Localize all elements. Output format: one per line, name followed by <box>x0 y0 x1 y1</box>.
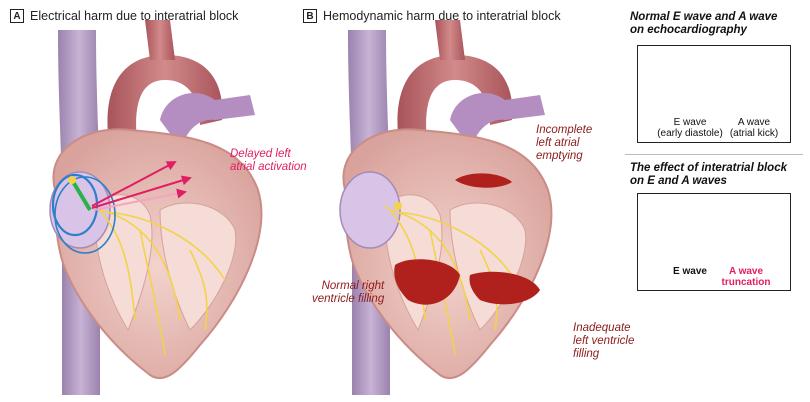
effect-a-wave-label: A wave truncation <box>721 266 771 288</box>
aorta-b <box>397 55 513 150</box>
right-atrium-b <box>339 171 401 249</box>
panel-a-letter: A <box>10 9 24 23</box>
heart-a <box>49 20 263 395</box>
heart-b <box>339 20 553 395</box>
normal-wave-box <box>637 45 791 143</box>
normal-a-wave-label: A wave (atrial kick) <box>729 117 779 139</box>
sinus-node-b <box>394 202 402 210</box>
effect-wave-box <box>637 193 791 291</box>
callout-inadequate-lv-filling: Inadequate left ventricle filling <box>573 322 635 360</box>
aorta-a <box>107 55 223 150</box>
pink-arrow-3 <box>93 188 187 211</box>
panel-a-header: A Electrical harm due to interatrial blo… <box>10 9 238 23</box>
normal-e-wave-label: E wave (early diastole) <box>657 117 723 139</box>
pink-arrow-1 <box>91 161 177 207</box>
left-ventricle-blood <box>469 271 540 305</box>
effect-waves-title: The effect of interatrial block on E and… <box>630 162 787 187</box>
pink-arrow-2 <box>91 175 192 209</box>
panel-b-header: B Hemodynamic harm due to interatrial bl… <box>303 9 561 23</box>
side-divider <box>625 154 803 155</box>
callout-normal-rv-filling: Normal right ventricle filling <box>312 280 385 305</box>
left-atrium-blood <box>455 173 512 188</box>
callout-incomplete-emptying: Incomplete left atrial emptying <box>536 124 593 162</box>
panel-b-letter: B <box>303 9 317 23</box>
sinus-node-a <box>68 176 76 184</box>
callout-delayed-activation: Delayed left atrial activation <box>230 148 307 173</box>
conduction-system-a <box>94 204 226 356</box>
blue-activation-ring-a <box>51 173 99 237</box>
panel-a-title: Electrical harm due to interatrial block <box>30 9 239 23</box>
effect-e-wave-label: E wave <box>673 266 707 277</box>
right-ventricle-blood <box>394 259 460 305</box>
green-conduction-arrow <box>70 178 92 212</box>
panel-b-title: Hemodynamic harm due to interatrial bloc… <box>323 9 561 23</box>
normal-waves-title: Normal E wave and A wave on echocardiogr… <box>630 11 778 36</box>
